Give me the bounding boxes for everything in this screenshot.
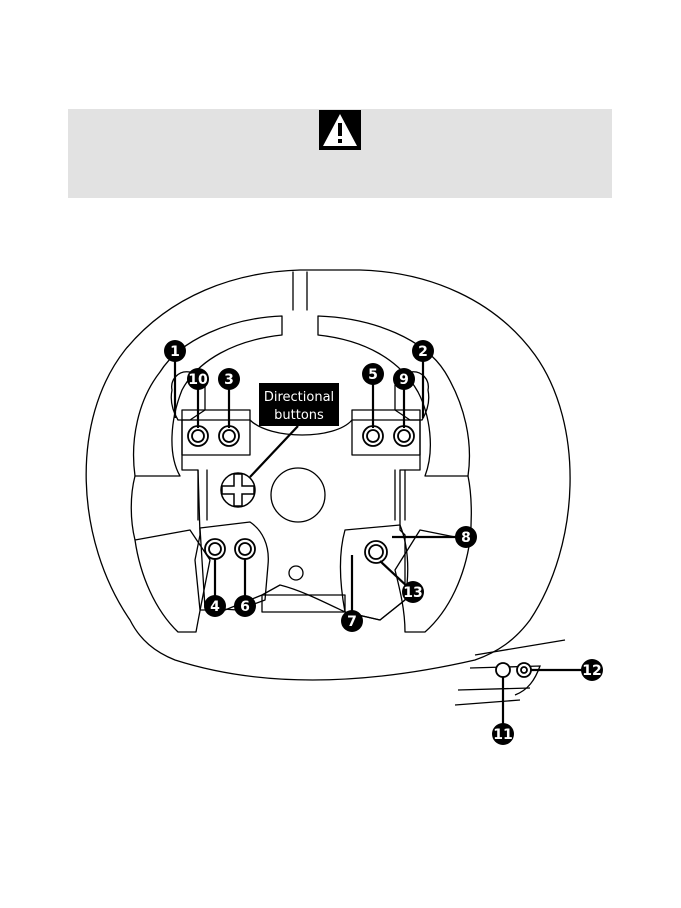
- svg-text:9: 9: [399, 372, 409, 388]
- rim-top-marker: [293, 272, 307, 310]
- inset-buttons: [496, 663, 531, 677]
- module-right: [340, 525, 407, 620]
- svg-text:5: 5: [368, 367, 378, 383]
- hub-body: [182, 420, 420, 620]
- directional-label-line1: Directional: [264, 390, 334, 405]
- inner-cutout-right: [318, 316, 469, 476]
- svg-text:12: 12: [582, 663, 601, 679]
- rim-inner-line-left: [131, 476, 135, 540]
- hub-bottom-dot: [289, 566, 303, 580]
- hub-center: [271, 468, 325, 522]
- directional-pad: [221, 473, 255, 507]
- inner-cutout-bottom-left: [135, 530, 210, 632]
- wheel-rim-outer: [86, 270, 570, 680]
- svg-text:2: 2: [418, 344, 428, 360]
- svg-text:11: 11: [493, 727, 512, 743]
- svg-text:4: 4: [210, 599, 220, 615]
- svg-text:8: 8: [461, 530, 471, 546]
- svg-text:10: 10: [188, 372, 208, 388]
- svg-text:1: 1: [170, 344, 180, 360]
- button-11: [496, 663, 510, 677]
- svg-text:6: 6: [240, 599, 250, 615]
- hub-bottom-bar: [262, 595, 345, 612]
- svg-text:3: 3: [224, 372, 234, 388]
- directional-label-line2: buttons: [274, 408, 324, 423]
- svg-text:13: 13: [403, 585, 422, 601]
- svg-text:7: 7: [347, 614, 357, 630]
